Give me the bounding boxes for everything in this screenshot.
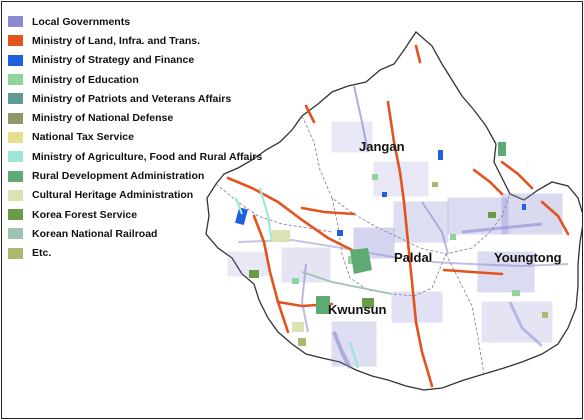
legend-label: Etc. — [32, 247, 52, 260]
legend-label: National Tax Service — [32, 131, 134, 144]
legend-label: Local Governments — [32, 15, 131, 28]
railroad-lines — [301, 271, 393, 295]
land-infra-trans-roads — [226, 44, 570, 388]
legend-swatch — [8, 189, 23, 201]
agriculture-parcels — [234, 187, 360, 369]
legend-item: Cultural Heritage Administration — [8, 186, 262, 205]
legend-item: Korean National Railroad — [8, 224, 262, 243]
legend-label: Ministry of Patriots and Veterans Affair… — [32, 92, 232, 105]
district-label-kwunsun: Kwunsun — [328, 302, 387, 317]
city-boundary — [205, 31, 582, 391]
legend-label: Ministry of Agriculture, Food and Rural … — [32, 150, 263, 163]
legend-label: Korea Forest Service — [32, 208, 138, 221]
legend-label: Ministry of Strategy and Finance — [32, 54, 195, 67]
legend-item: Ministry of Patriots and Veterans Affair… — [8, 89, 262, 108]
legend-item: Ministry of Agriculture, Food and Rural … — [8, 147, 262, 166]
forest-service-parcels — [249, 212, 496, 308]
etc-parcels — [298, 182, 548, 346]
legend-item: Local Governments — [8, 12, 262, 31]
district-label-paldal: Paldal — [394, 250, 432, 265]
district-boundary-jangan — [301, 115, 511, 255]
legend-label: Ministry of Land, Infra. and Trans. — [32, 34, 201, 47]
legend-item: Ministry of Education — [8, 70, 262, 89]
strategy-finance-parcels — [235, 150, 526, 236]
legend-item: Etc. — [8, 244, 262, 263]
district-boundary-kwunsun — [215, 183, 333, 233]
legend-label: Ministry of National Defense — [32, 112, 174, 125]
legend-swatch — [8, 131, 23, 143]
legend: Local Governments Ministry of Land, Infr… — [8, 12, 262, 263]
legend-swatch — [8, 93, 23, 105]
legend-swatch — [8, 74, 23, 86]
legend-label: Korean National Railroad — [32, 227, 158, 240]
legend-swatch — [8, 228, 23, 240]
legend-swatch — [8, 151, 23, 163]
legend-item: Rural Development Administration — [8, 166, 262, 185]
legend-label: Rural Development Administration — [32, 170, 205, 183]
legend-swatch — [8, 16, 23, 28]
legend-item: Ministry of National Defense — [8, 108, 262, 127]
legend-swatch — [8, 35, 23, 47]
district-label-jangan: Jangan — [359, 139, 405, 154]
legend-swatch — [8, 170, 23, 182]
legend-item: Ministry of Strategy and Finance — [8, 51, 262, 70]
rural-dev-parcels — [316, 142, 506, 314]
legend-swatch — [8, 112, 23, 124]
cultural-heritage-parcels — [272, 230, 304, 332]
legend-swatch — [8, 54, 23, 66]
legend-item: Korea Forest Service — [8, 205, 262, 224]
legend-item: Ministry of Land, Infra. and Trans. — [8, 31, 262, 50]
legend-label: Cultural Heritage Administration — [32, 189, 194, 202]
legend-swatch — [8, 209, 23, 221]
legend-label: Ministry of Education — [32, 73, 139, 86]
legend-swatch — [8, 247, 23, 259]
legend-item: National Tax Service — [8, 128, 262, 147]
district-label-youngtong: Youngtong — [494, 250, 562, 265]
